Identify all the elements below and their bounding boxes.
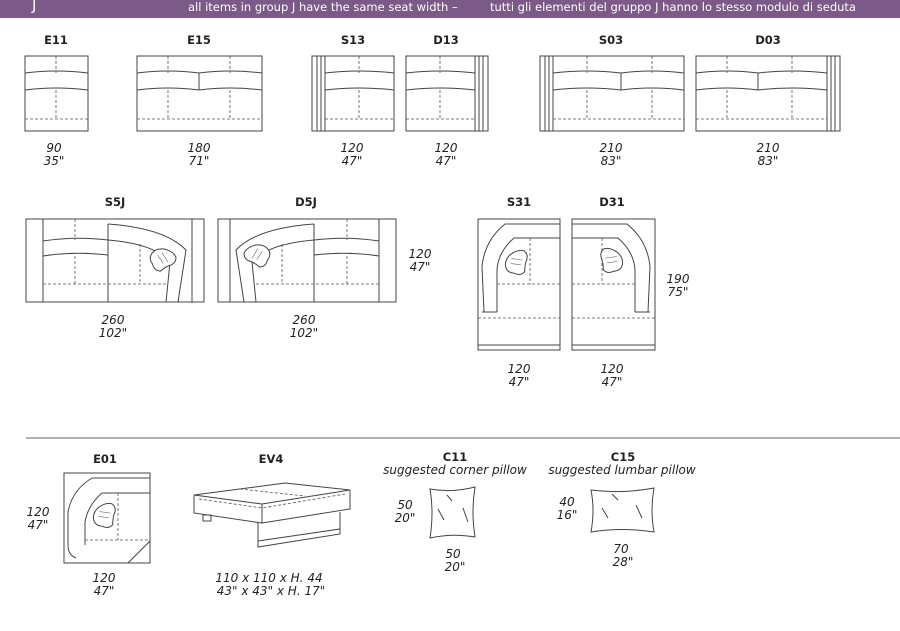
height-cm-c11: 50 — [397, 498, 413, 512]
s13-plan — [311, 55, 395, 132]
height-in-c15: 16" — [557, 508, 578, 522]
dim-in-d13: 47" — [436, 154, 457, 168]
dim-cm-ev4: 110 x 110 x H. 44 — [215, 571, 322, 585]
c15-pillow — [590, 487, 655, 533]
depth-cm-5j: 120 — [409, 247, 432, 261]
code-c11: C11 — [443, 450, 467, 464]
e15-plan — [136, 55, 263, 132]
depth-in-e01: 47" — [28, 518, 49, 532]
code-d31: D31 — [599, 195, 625, 209]
dim-in-e11: 35" — [44, 154, 65, 168]
dim-cm-s31: 120 — [508, 362, 531, 376]
height-cm-c15: 40 — [559, 495, 575, 509]
code-e01: E01 — [93, 452, 117, 466]
dim-cm-e15: 180 — [188, 141, 211, 155]
element-c15: C15 suggested lumbar pillow 40 16" 70 28… — [548, 450, 696, 569]
width-in-c11: 20" — [445, 560, 466, 574]
code-s31: S31 — [507, 195, 531, 209]
code-e11: E11 — [44, 33, 68, 47]
width-cm-c11: 50 — [445, 547, 461, 561]
dim-cm-s13: 120 — [341, 141, 364, 155]
code-s03: S03 — [599, 33, 623, 47]
element-e11: E11 90 35" — [24, 33, 89, 168]
dim-cm-e11: 90 — [46, 141, 62, 155]
code-s5j: S5J — [105, 195, 126, 209]
code-d03: D03 — [755, 33, 781, 47]
height-in-c11: 20" — [395, 511, 416, 525]
group-banner: J all items in group J have the same sea… — [0, 0, 900, 18]
depth-in-5j: 47" — [410, 260, 431, 274]
dim-cm-d31: 120 — [601, 362, 624, 376]
dim-in-s03: 83" — [601, 154, 622, 168]
element-s5j: S5J 260 102" — [25, 195, 205, 340]
c11-pillow — [429, 486, 476, 539]
element-d13: D13 120 47" — [405, 33, 489, 168]
e11-plan — [24, 55, 89, 132]
d5j-plan — [217, 218, 397, 303]
element-d03: D03 210 83" — [695, 33, 841, 168]
d31-plan — [571, 218, 656, 351]
banner-note-italian: tutti gli elementi del gruppo J hanno lo… — [490, 0, 856, 14]
dim-in-e15: 71" — [189, 154, 210, 168]
element-s31: S31 120 47" — [477, 195, 561, 389]
element-d5j: D5J 260 102" — [217, 195, 397, 340]
d03-plan — [695, 55, 841, 132]
group-letter: J — [32, 0, 37, 14]
dim-cm-s5j: 260 — [102, 313, 125, 327]
width-in-c15: 28" — [613, 555, 634, 569]
dim-in-s13: 47" — [342, 154, 363, 168]
element-s03: S03 210 83" — [539, 33, 685, 168]
s5j-plan — [25, 218, 205, 303]
dim-cm-d5j: 260 — [293, 313, 316, 327]
ev4-perspective — [193, 482, 351, 548]
banner-note-english: all items in group J have the same seat … — [188, 0, 458, 14]
element-e01: E01 120 47" 120 47" — [27, 452, 151, 598]
element-e15: E15 180 71" — [136, 33, 263, 168]
code-c15: C15 — [611, 450, 635, 464]
element-d31: D31 120 47" — [571, 195, 656, 389]
dim-in-s31: 47" — [509, 375, 530, 389]
code-ev4: EV4 — [259, 452, 284, 466]
dim-cm-d13: 120 — [435, 141, 458, 155]
subtitle-c11: suggested corner pillow — [383, 463, 527, 477]
code-s13: S13 — [341, 33, 365, 47]
dim-in-s5j: 102" — [99, 326, 127, 340]
dim-in-d03: 83" — [758, 154, 779, 168]
width-cm-c15: 70 — [613, 542, 629, 556]
width-in-e01: 47" — [94, 584, 115, 598]
element-s13: S13 120 47" — [311, 33, 395, 168]
s31-plan — [477, 218, 561, 351]
dim-in-d5j: 102" — [290, 326, 318, 340]
dim-cm-s03: 210 — [600, 141, 623, 155]
depth-cm-31: 190 — [667, 272, 690, 286]
dim-cm-d03: 210 — [757, 141, 780, 155]
s03-plan — [539, 55, 685, 132]
d13-plan — [405, 55, 489, 132]
depth-in-31: 75" — [668, 285, 689, 299]
code-e15: E15 — [187, 33, 211, 47]
code-d13: D13 — [433, 33, 459, 47]
width-cm-e01: 120 — [93, 571, 116, 585]
dim-in-d31: 47" — [602, 375, 623, 389]
subtitle-c15: suggested lumbar pillow — [548, 463, 696, 477]
depth-cm-e01: 120 — [27, 505, 50, 519]
element-c11: C11 suggested corner pillow 50 20" 50 20… — [383, 450, 527, 574]
code-d5j: D5J — [295, 195, 317, 209]
element-ev4: EV4 110 x 110 x H. 44 43" x 43" x H. 17" — [193, 452, 351, 598]
e01-plan — [63, 472, 151, 564]
dim-in-ev4: 43" x 43" x H. 17" — [217, 584, 325, 598]
